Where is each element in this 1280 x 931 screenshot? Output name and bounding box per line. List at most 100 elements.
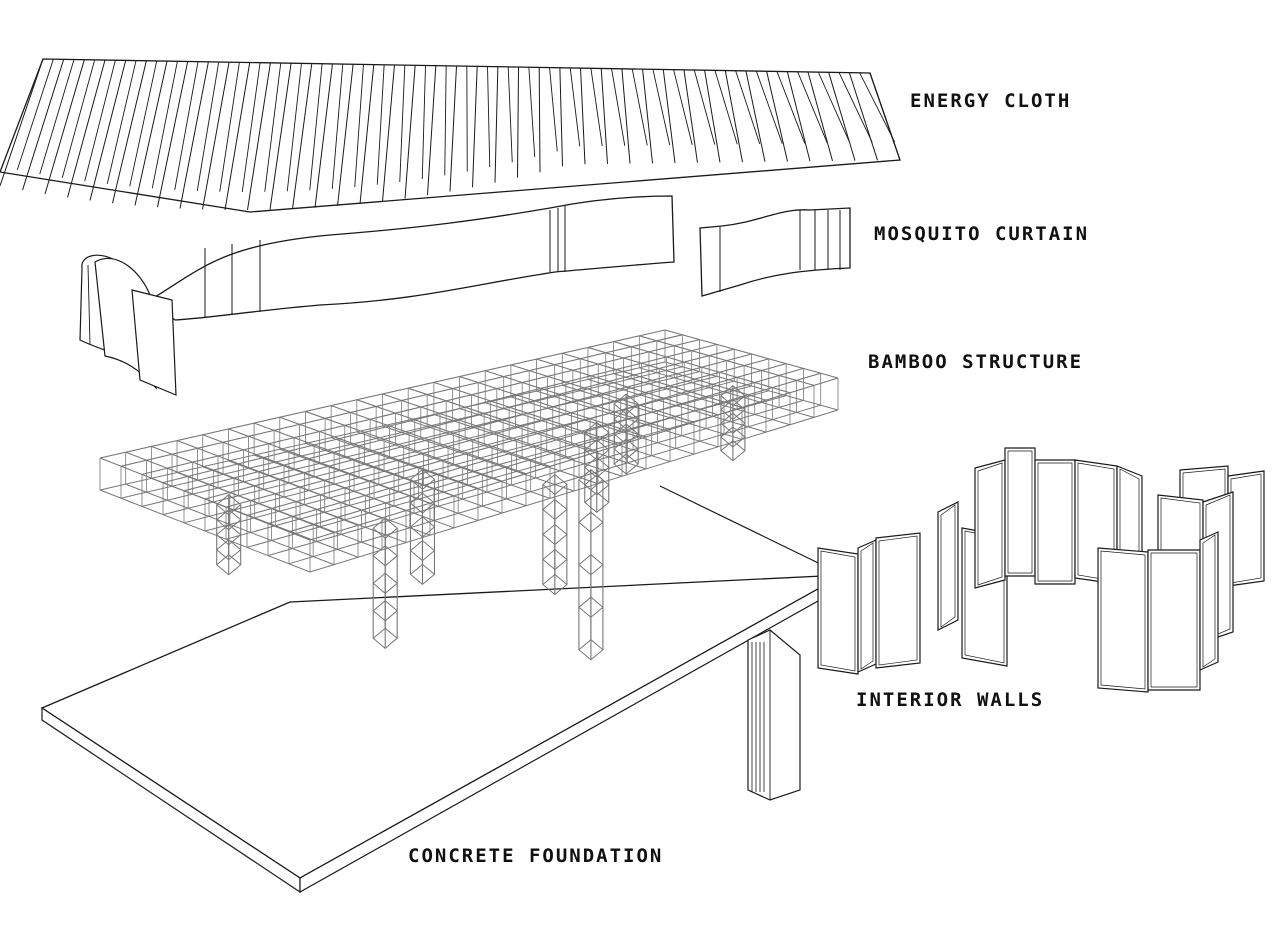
wall-panel-frame [1202, 534, 1216, 668]
energy-cloth-pleat [247, 62, 271, 211]
energy-cloth-fold [241, 62, 261, 193]
energy-cloth-pleat [89, 60, 127, 201]
energy-cloth-pleat [359, 64, 375, 205]
wall-panel [817, 547, 859, 675]
curtain-main-panel [148, 195, 675, 321]
energy-cloth-pleat [600, 68, 608, 164]
wall-panel-frame [1037, 462, 1073, 582]
energy-cloth-fold [693, 69, 716, 145]
energy-cloth-fold [106, 60, 137, 185]
energy-cloth-pleat [828, 72, 856, 161]
wall-panel [974, 459, 1006, 589]
energy-cloth-fold [859, 72, 896, 143]
curtain-fold-line [87, 264, 91, 346]
energy-cloth-pleat [559, 67, 563, 167]
energy-cloth-pleat [292, 63, 313, 209]
energy-cloth-fold [776, 71, 806, 144]
curtain-right-panel [699, 207, 851, 297]
energy-cloth-fold [196, 61, 220, 192]
energy-cloth-pleat [580, 68, 586, 165]
bamboo-beam [225, 358, 769, 508]
energy-cloth-pleat [67, 59, 106, 198]
energy-cloth-fold [528, 67, 536, 158]
energy-cloth-fold [219, 62, 240, 192]
energy-cloth-pleat [427, 65, 437, 196]
energy-cloth-pleat [724, 70, 743, 163]
energy-cloth-fold [714, 70, 738, 145]
energy-cloth-fold [673, 69, 693, 145]
energy-cloth-pleat [382, 64, 395, 202]
energy-cloth-pleat [807, 71, 833, 162]
wall-panel-frame [1100, 550, 1146, 690]
energy-cloth-fold [611, 68, 626, 146]
energy-cloth-fold [151, 61, 178, 189]
energy-cloth-fold [487, 66, 491, 168]
energy-cloth-fold [16, 59, 54, 171]
energy-cloth-pleat [112, 60, 147, 204]
energy-cloth-pleat [517, 67, 520, 178]
energy-cloth-pleat [472, 66, 478, 188]
energy-cloth-layer [0, 58, 901, 213]
energy-cloth-fold [331, 64, 344, 189]
curtain-roll-end [131, 289, 177, 396]
energy-cloth-pleat [538, 67, 541, 173]
wall-panel [937, 501, 959, 631]
energy-cloth-pleat [22, 59, 65, 191]
energy-cloth-pleat [337, 64, 354, 207]
energy-cloth-pleat [0, 58, 44, 186]
bamboo-column-ring [372, 517, 398, 539]
energy-cloth-pleat [44, 59, 85, 195]
wall-panel-frame [1007, 450, 1033, 574]
energy-cloth-fold [354, 64, 364, 188]
energy-cloth-fold [174, 61, 199, 190]
energy-cloth-fold [129, 60, 158, 187]
mosquito-curtain-label: MOSQUITO CURTAIN [874, 223, 1090, 245]
energy-cloth-pleat [869, 72, 901, 161]
bamboo-beam [183, 348, 735, 492]
energy-cloth-fold [755, 70, 783, 144]
energy-cloth-fold [590, 68, 603, 147]
energy-cloth-fold [652, 69, 671, 146]
wall-panel [1097, 547, 1149, 693]
energy-cloth-pleat [157, 61, 189, 208]
bamboo-structure-label: BAMBOO STRUCTURE [868, 351, 1084, 373]
wall-panel-frame [860, 542, 874, 670]
bamboo-column-ring [613, 453, 639, 475]
energy-cloth-fold [309, 63, 323, 191]
wall-panel [1034, 459, 1076, 585]
energy-cloth-fold [376, 64, 385, 185]
energy-cloth-pleat [404, 65, 416, 199]
energy-cloth-fold [507, 66, 513, 163]
energy-cloth-fold [61, 59, 96, 178]
energy-cloth-pleat [704, 70, 721, 163]
energy-cloth-fold [84, 60, 116, 182]
energy-cloth-pleat [449, 65, 457, 192]
bamboo-beam [309, 377, 839, 541]
energy-cloth-fold [264, 62, 282, 192]
energy-cloth-fold [797, 71, 828, 144]
energy-cloth-fold [286, 63, 302, 192]
bamboo-beam [162, 343, 718, 484]
wall-panel [875, 532, 921, 669]
wall-panel-frame [878, 535, 918, 666]
energy-cloth-pleat [134, 60, 168, 206]
energy-cloth-fold [399, 65, 406, 183]
wall-panel [1199, 531, 1219, 671]
interior-walls-layer [747, 447, 1265, 801]
energy-cloth-pleat [766, 71, 788, 162]
bamboo-column-ring [215, 494, 242, 516]
bamboo-beam [99, 329, 666, 459]
energy-cloth-pleat [642, 69, 653, 164]
wall-panel-frame [820, 550, 856, 672]
wall-panel-frame [940, 504, 956, 628]
energy-cloth-outline [0, 58, 901, 213]
energy-cloth-pleat [269, 63, 292, 210]
interior-walls-label: INTERIOR WALLS [856, 689, 1045, 711]
energy-cloth-pleat [202, 62, 230, 210]
energy-cloth-fold [631, 68, 648, 146]
concrete-foundation-layer [40, 485, 844, 894]
energy-cloth-pleat [683, 69, 698, 163]
concrete-foundation-label: CONCRETE FOUNDATION [408, 845, 664, 867]
energy-cloth-pleat [848, 72, 878, 161]
